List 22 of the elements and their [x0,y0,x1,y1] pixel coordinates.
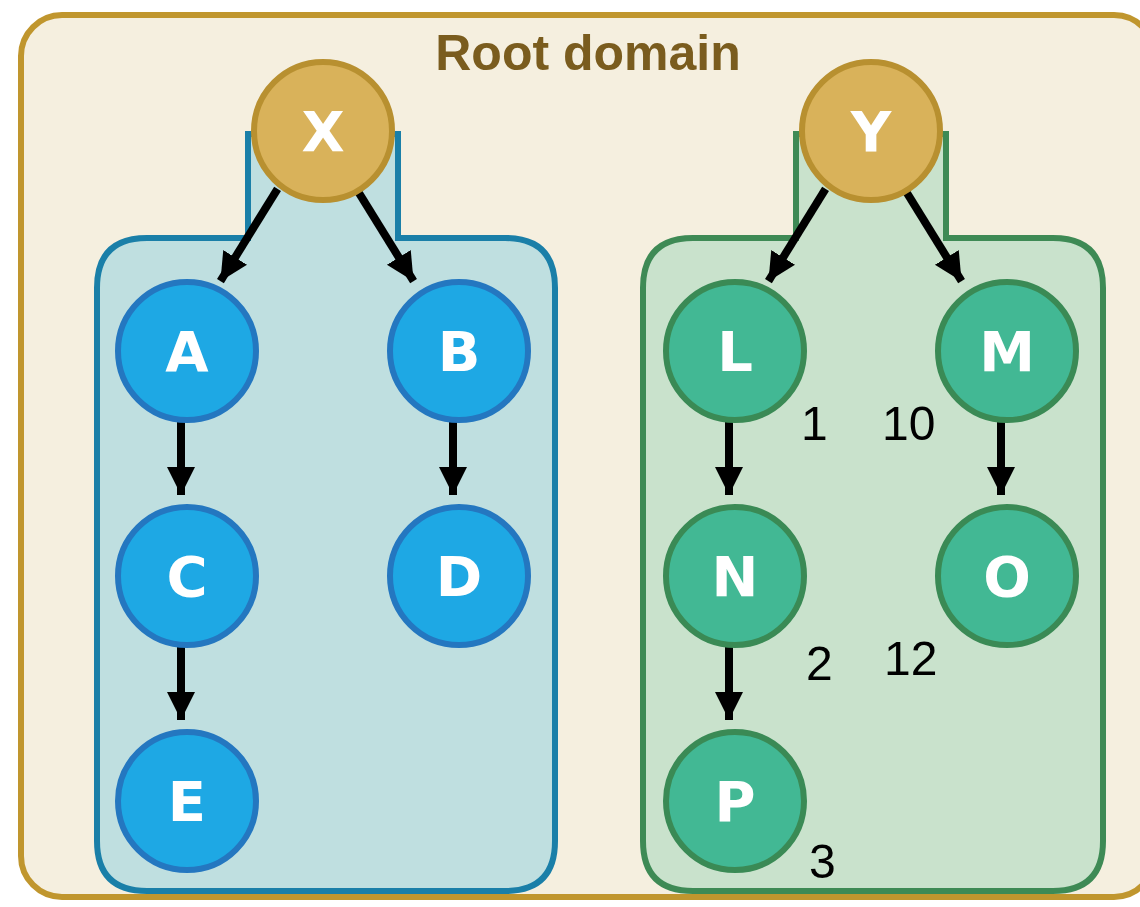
node-number: 1 [801,396,828,451]
circle-node [251,59,395,203]
node-letter: A [165,318,209,384]
node-number: 12 [884,631,938,686]
arrow [765,186,829,284]
node-letter: E [167,768,207,834]
node-number: 3 [809,834,836,889]
node-letter: O [983,543,1031,609]
node-number: 10 [882,396,936,451]
node-letter: M [979,318,1035,384]
node-number: 2 [806,636,833,691]
node-letter: Y [850,98,892,164]
node-letter: L [717,318,753,384]
node-letter: C [166,543,208,609]
domain-container [18,12,1140,900]
node-letter: B [437,318,481,384]
node-letter: N [711,543,759,609]
domain-title: Root domain [434,24,742,82]
node-letter: D [435,543,483,609]
node-letter: X [301,98,345,164]
node-letter: P [714,768,756,834]
arrow [217,186,281,284]
